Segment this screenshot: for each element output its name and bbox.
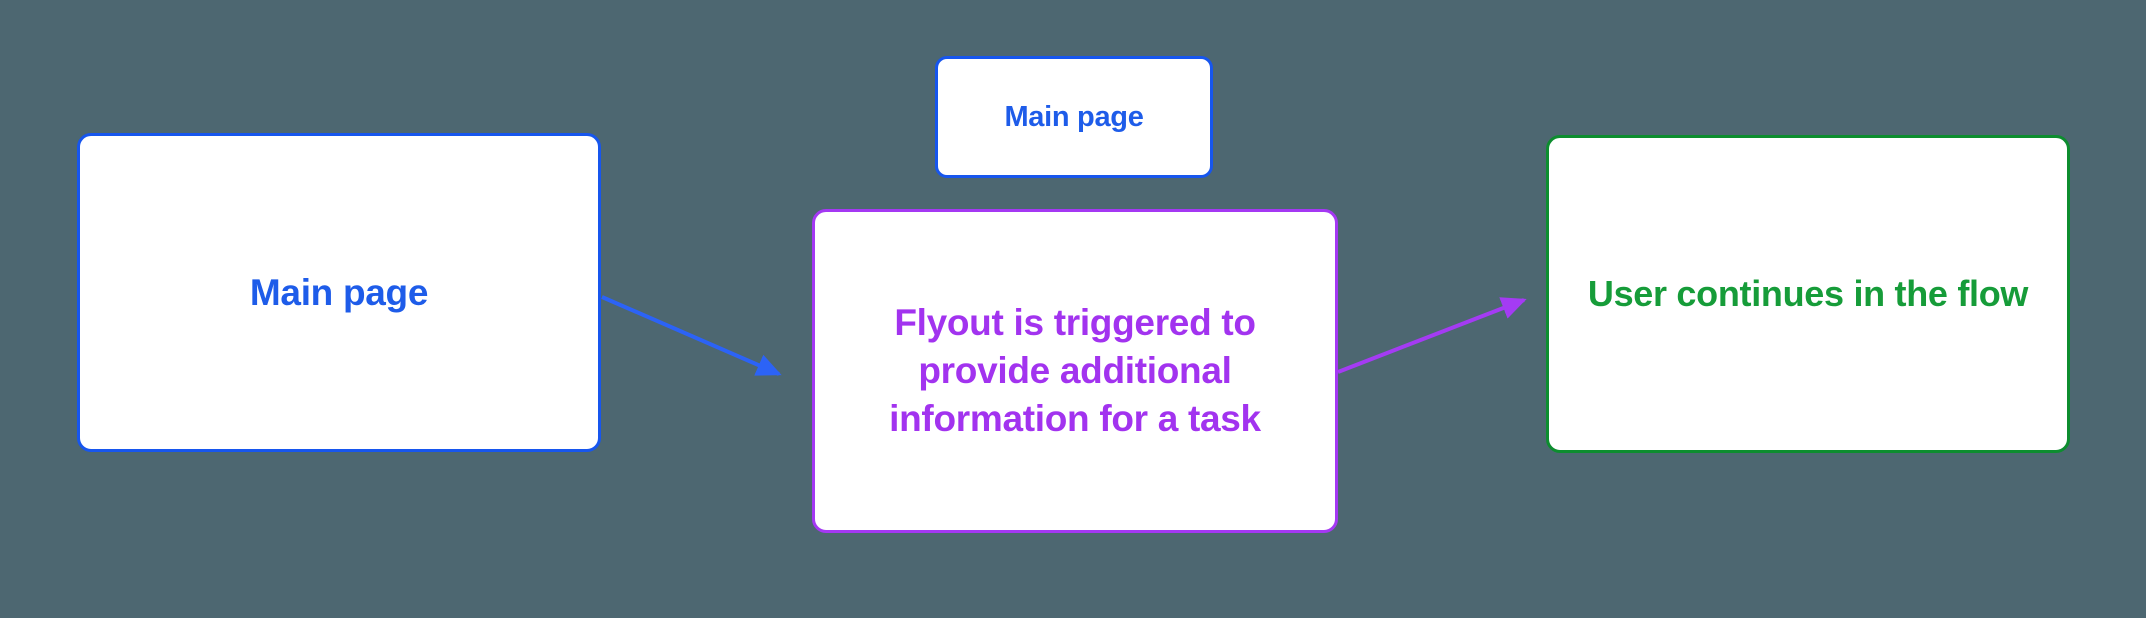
node-label-flyout: Flyout is triggered to provide additiona… [889,301,1261,440]
flow-node-flyout[interactable]: Flyout is triggered to provide additiona… [812,209,1338,533]
node-label-user-continues: User continues in the flow [1587,273,2029,314]
edge-flyout-to-user-continues[interactable] [1337,297,1527,374]
flow-node-main-page-small[interactable]: Main page [935,56,1213,178]
node-label-main-page: Main page [249,271,429,313]
edge-main-page-to-flyout[interactable] [601,295,782,376]
flow-node-main-page[interactable]: Main page [77,133,601,452]
node-label-main-page-small: Main page [1004,100,1144,133]
flow-node-user-continues[interactable]: User continues in the flow [1546,135,2070,453]
